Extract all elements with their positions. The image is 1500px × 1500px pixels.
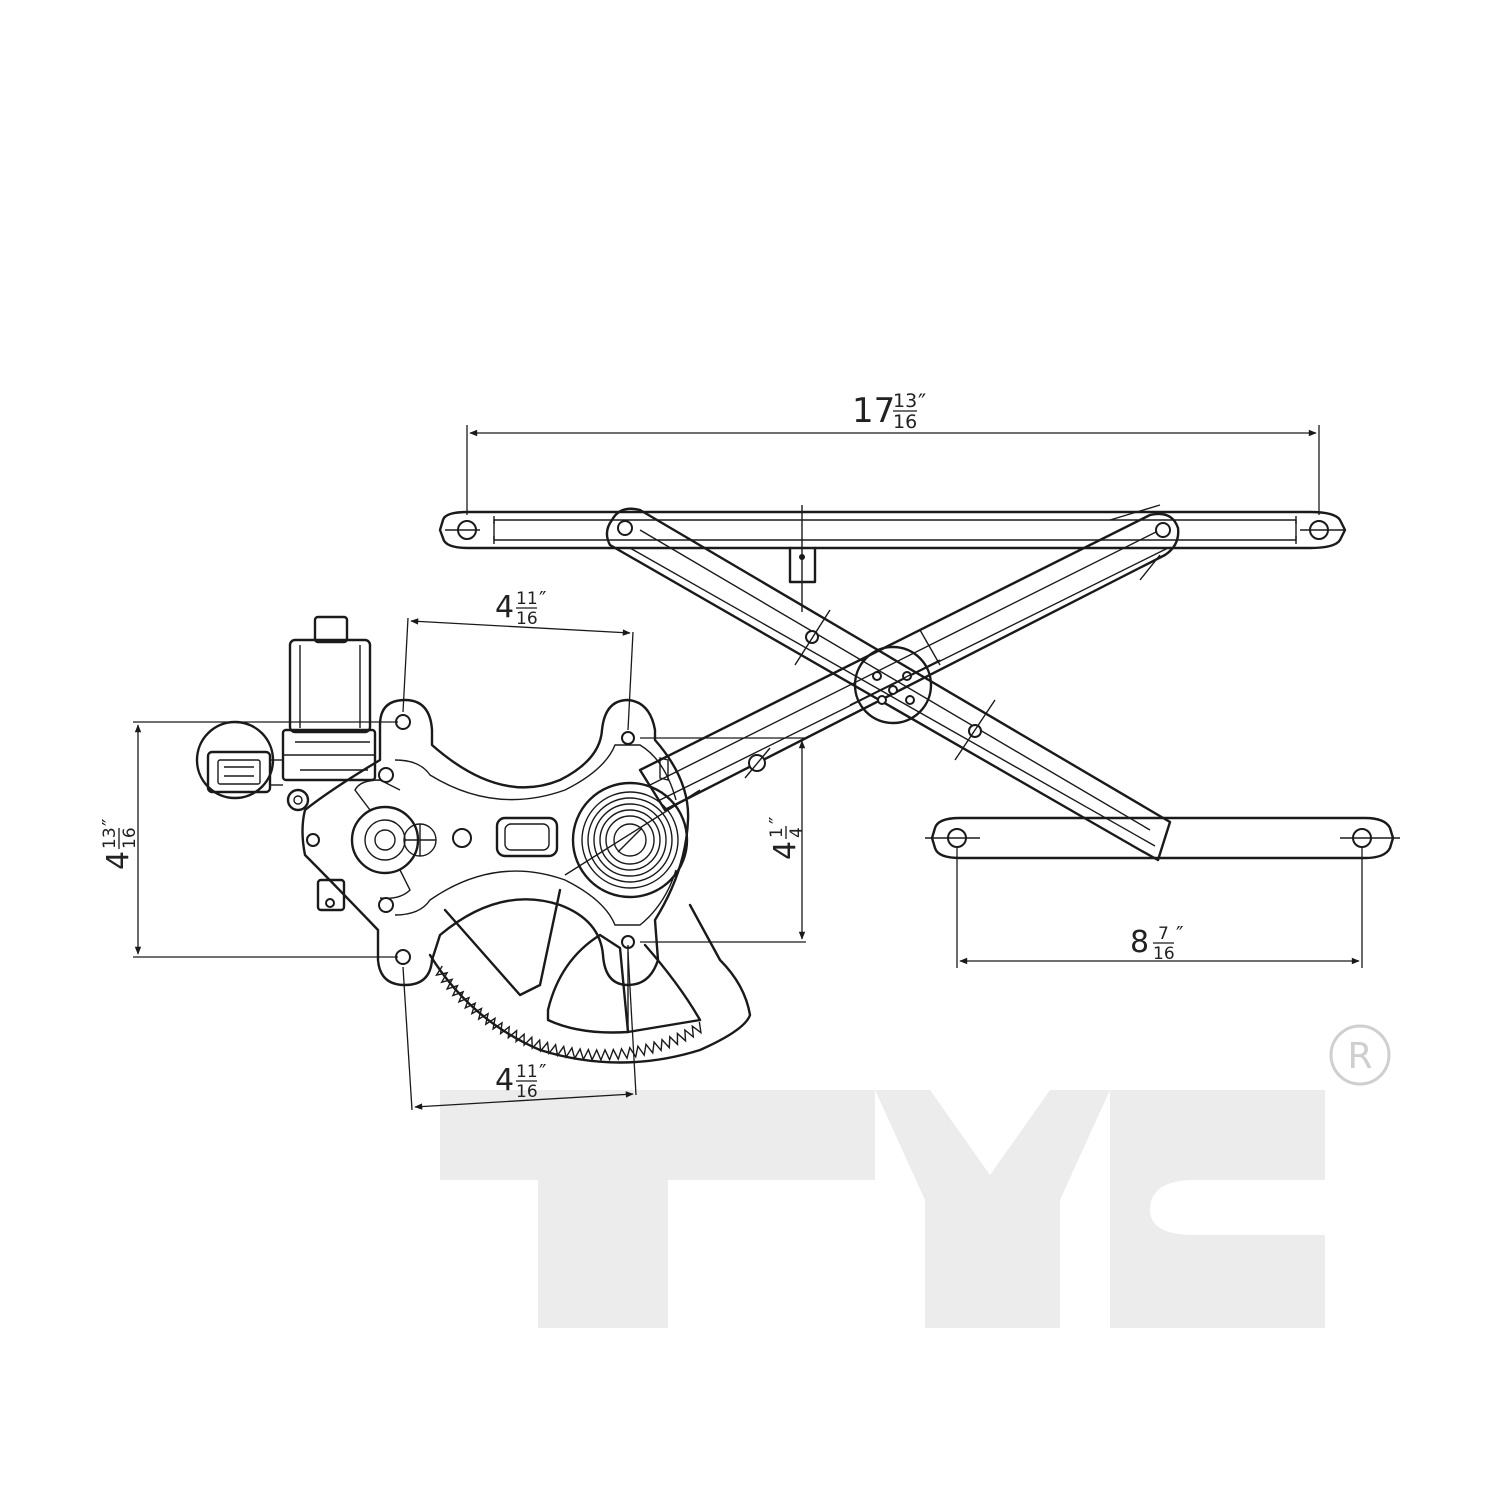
svg-text:7: 7 [1158, 924, 1169, 944]
dimension-motor-top: 4 11 16 ″ [402, 587, 634, 731]
registered-mark: R [1329, 1024, 1391, 1086]
svg-text:13: 13 [100, 827, 120, 849]
svg-text:16: 16 [893, 411, 917, 433]
dimension-top-width: 17 13 16 ″ [466, 390, 1320, 515]
svg-text:″: ″ [539, 587, 546, 611]
svg-text:8: 8 [1130, 925, 1149, 960]
svg-text:″: ″ [539, 1060, 546, 1084]
svg-text:13: 13 [893, 390, 917, 412]
svg-text:4: 4 [495, 1063, 514, 1098]
svg-text:16: 16 [516, 1082, 538, 1102]
dimension-left-height: 4 13 16 ″ [98, 721, 398, 958]
dimension-motor-bottom: 4 11 16 ″ [402, 951, 637, 1111]
svg-text:″: ″ [918, 391, 926, 416]
scissor-arms [605, 504, 1180, 862]
svg-text:1: 1 [767, 827, 787, 838]
svg-text:R: R [1347, 1036, 1372, 1077]
svg-text:4: 4 [787, 827, 807, 838]
motor-assembly [195, 615, 377, 912]
sector-gear [428, 888, 752, 1064]
dimension-lower-width: 8 7 16 ″ [956, 848, 1363, 968]
svg-text:16: 16 [516, 609, 538, 629]
svg-text:″: ″ [765, 817, 789, 824]
svg-text:16: 16 [1153, 944, 1175, 964]
base-plate [301, 698, 771, 987]
svg-text:11: 11 [516, 1062, 538, 1082]
svg-text:4: 4 [768, 841, 803, 860]
svg-text:17: 17 [852, 391, 895, 431]
svg-text:16: 16 [120, 827, 140, 849]
svg-text:4: 4 [495, 590, 514, 625]
svg-text:4: 4 [101, 851, 136, 870]
svg-text:″: ″ [98, 819, 122, 826]
svg-text:″: ″ [1176, 922, 1183, 946]
dimension-center-height: 4 1 4 ″ [640, 737, 807, 943]
top-rail [438, 505, 1347, 612]
svg-text:11: 11 [516, 589, 538, 609]
tyc-logo-watermark [440, 1090, 1325, 1328]
lower-rail [925, 816, 1400, 860]
